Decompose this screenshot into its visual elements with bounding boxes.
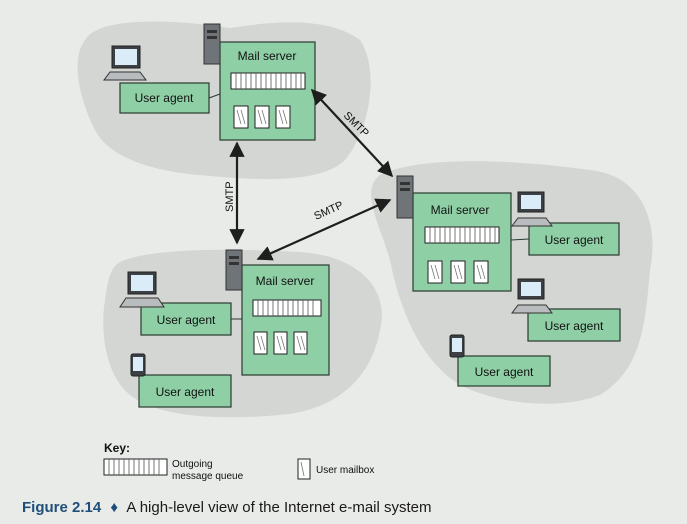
mobile-phone-icon (449, 334, 465, 358)
user-agent-label: User agent (157, 313, 216, 327)
mail-server-label: Mail server (238, 49, 297, 63)
legend-queue-label: Outgoing (172, 459, 213, 470)
user-mailbox (473, 260, 489, 284)
user-agent-label: User agent (545, 233, 604, 247)
figure-caption: Figure 2.14 ♦ A high-level view of the I… (22, 499, 432, 516)
legend-title: Key: (104, 441, 130, 455)
mobile-phone-icon (130, 353, 146, 377)
mail-server-label: Mail server (431, 203, 490, 217)
legend-mailbox-label: User mailbox (316, 465, 374, 476)
outgoing-message-queue-icon (103, 458, 168, 476)
server-tower-icon (396, 175, 414, 219)
server-tower-icon (225, 249, 243, 291)
ua-server-link (208, 93, 221, 99)
user-agent-label: User agent (545, 319, 604, 333)
user-agent-3: User agent (511, 278, 621, 342)
user-agent-label: User agent (475, 365, 534, 379)
user-mailbox (273, 331, 288, 355)
mail-server-bottom: Mail server (225, 249, 330, 376)
smtp-arrow-right-bottom (256, 198, 392, 261)
server-tower-icon (203, 23, 221, 65)
caption-text: A high-level view of the Internet e-mail… (126, 499, 431, 516)
user-mailbox (253, 331, 268, 355)
user-agent-5: User agent (119, 271, 232, 336)
desktop-computer-icon (511, 191, 553, 227)
outgoing-message-queue (424, 226, 500, 244)
figure-number: Figure 2.14 (22, 499, 102, 516)
user-agent-4: User agent (449, 334, 551, 387)
smtp-arrow-top-right (310, 88, 394, 178)
user-mailbox (293, 331, 308, 355)
ua-server-link (510, 238, 530, 241)
legend: Key: Outgoing message queue User mailbox (103, 441, 374, 482)
mail-server-top: Mail server (203, 23, 316, 141)
user-mailbox (254, 105, 270, 129)
user-agent-6: User agent (130, 353, 232, 408)
user-mailbox (450, 260, 466, 284)
desktop-computer-icon (103, 45, 147, 81)
smtp-label: SMTP (224, 181, 236, 212)
user-agent-1: User agent (103, 45, 210, 114)
user-mailbox (275, 105, 291, 129)
user-agent-2: User agent (511, 191, 620, 256)
mail-server-right: Mail server (396, 175, 512, 292)
outgoing-message-queue (230, 72, 306, 90)
smtp-label: SMTP (312, 199, 345, 222)
mail-server-label: Mail server (256, 274, 315, 288)
svg-text:Figure 2.14 ♦ A hi: Figure 2.14 ♦ A high-level view of the I… (22, 499, 432, 516)
legend-queue-label: message queue (172, 471, 244, 482)
outgoing-message-queue (252, 299, 322, 317)
user-mailbox (233, 105, 249, 129)
user-mailbox-icon (297, 458, 311, 480)
caption-bullet: ♦ (110, 499, 118, 516)
user-agent-label: User agent (156, 385, 215, 399)
desktop-computer-icon (511, 278, 553, 314)
user-agent-label: User agent (135, 91, 194, 105)
user-mailbox (427, 260, 443, 284)
desktop-computer-icon (119, 271, 165, 308)
